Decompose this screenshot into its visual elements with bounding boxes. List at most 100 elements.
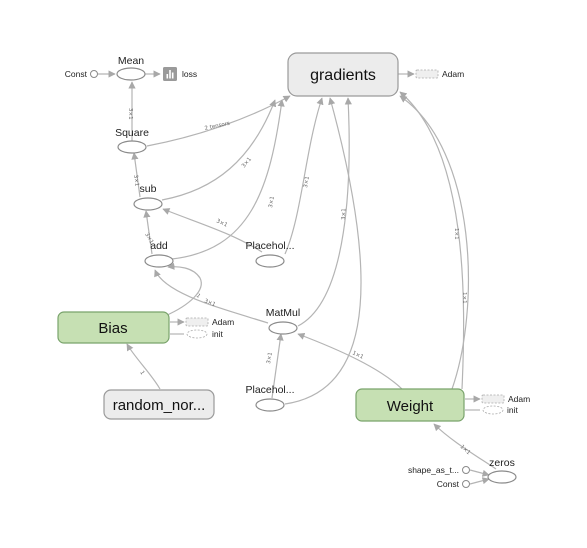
aux-init-weight[interactable]: init xyxy=(482,405,519,415)
op-icon xyxy=(116,67,146,81)
node-label: MatMul xyxy=(266,307,300,319)
aux-adam-gradients[interactable]: Adam xyxy=(415,69,464,79)
node-label: Placehol... xyxy=(245,240,294,252)
edge-weight-to-gradients-a xyxy=(399,91,465,390)
aux-label: Adam xyxy=(508,394,530,404)
group-node-box xyxy=(57,311,170,344)
edge-label: 3×1 xyxy=(303,176,311,188)
edge-placeholder-to-gradients xyxy=(284,97,324,255)
edge-label: 3×1 xyxy=(143,232,154,245)
meta-node-box xyxy=(287,52,399,97)
edge-random-to-bias xyxy=(126,343,161,390)
node-label: Square xyxy=(115,127,149,139)
summary-chart-bar xyxy=(166,74,169,79)
node-label: sub xyxy=(140,183,157,195)
edge-label: 3×1 xyxy=(203,298,216,308)
summary-chart-bar xyxy=(169,70,171,79)
aux-label: Adam xyxy=(212,317,234,327)
edge-label: 1 xyxy=(138,370,145,376)
node-matmul[interactable]: MatMul xyxy=(266,307,300,335)
node-sub[interactable]: sub xyxy=(133,183,163,211)
edge-label: 1×1 xyxy=(459,444,472,456)
constant-icon xyxy=(462,480,470,488)
aux-adam-bias[interactable]: Adam xyxy=(185,317,234,327)
node-label: Mean xyxy=(118,55,144,67)
op-icon xyxy=(144,254,174,268)
node-weight[interactable]: Weight xyxy=(355,388,465,422)
edge-zeros-to-weight xyxy=(433,423,497,470)
node-label: Const xyxy=(437,479,460,489)
node-gradients[interactable]: gradients xyxy=(287,52,399,97)
edge-const-to-zeros xyxy=(469,477,490,485)
edge-label: 3×1 xyxy=(215,218,228,228)
op-icon xyxy=(117,140,147,154)
op-icon xyxy=(487,470,517,484)
edge-add-to-gradients xyxy=(171,99,285,260)
node-loss[interactable]: loss xyxy=(163,67,197,81)
op-icon xyxy=(268,321,298,335)
node-label: zeros xyxy=(489,457,515,469)
node-random-normal[interactable]: random_nor... xyxy=(103,389,215,420)
meta-node-box xyxy=(103,389,215,420)
aux-init-bias[interactable]: init xyxy=(186,329,224,339)
node-shape-as-tensor[interactable]: shape_as_t... xyxy=(408,465,470,475)
edge-label: 3×1 xyxy=(341,208,347,220)
edge-label: 1×1 xyxy=(453,228,459,240)
aux-node-icon xyxy=(185,317,209,327)
node-placeholder-bottom[interactable]: Placehol... xyxy=(245,384,295,412)
node-bias[interactable]: Bias xyxy=(57,311,170,344)
edge-weight-to-matmul xyxy=(297,332,403,390)
node-label: loss xyxy=(182,69,197,79)
op-icon xyxy=(255,398,285,412)
edge-placeholder-to-matmul xyxy=(271,333,284,399)
node-square[interactable]: Square xyxy=(115,127,149,154)
constant-icon xyxy=(90,70,98,78)
op-icon xyxy=(133,197,163,211)
group-node-box xyxy=(355,388,465,422)
edge-label: 1×1 xyxy=(461,292,467,304)
op-icon xyxy=(255,254,285,268)
node-label: gradients xyxy=(310,67,376,84)
node-const-bottom[interactable]: Const xyxy=(437,479,470,489)
edge-matmul-to-gradients xyxy=(297,97,352,327)
node-label: add xyxy=(150,240,168,252)
node-label: Bias xyxy=(98,320,127,337)
summary-chart-bar xyxy=(171,72,174,79)
aux-label: Adam xyxy=(442,69,464,79)
edge-label: 1×1 xyxy=(351,350,364,360)
node-add[interactable]: add xyxy=(144,240,174,268)
edge-label: 3×1 xyxy=(241,157,253,170)
node-placeholder-top[interactable]: Placehol... xyxy=(245,240,295,268)
node-label: Weight xyxy=(387,398,434,415)
edge-label: 2 tensors xyxy=(204,121,230,132)
edge-placeholder-to-sub xyxy=(162,208,263,253)
aux-label: init xyxy=(212,329,224,339)
node-const-top[interactable]: Const xyxy=(65,69,98,79)
edge-sub-to-square xyxy=(131,152,141,198)
node-label: Placehol... xyxy=(245,384,294,396)
edge-label: 1 xyxy=(195,293,202,300)
aux-node-icon xyxy=(481,394,505,404)
edge-sub-to-gradients xyxy=(161,99,277,201)
node-label: random_nor... xyxy=(113,397,206,414)
node-label: shape_as_t... xyxy=(408,465,459,475)
edge-label: 3×1 xyxy=(268,196,276,208)
aux-adam-weight[interactable]: Adam xyxy=(481,394,530,404)
edge-label: 3×1 xyxy=(132,174,140,186)
edge-weight-to-gradients-b xyxy=(399,95,470,390)
edge-add-to-sub xyxy=(143,210,153,255)
edge-bias-to-add xyxy=(164,262,202,317)
edge-square-to-gradients xyxy=(146,95,291,147)
node-mean[interactable]: Mean xyxy=(116,55,146,81)
edge-matmul-to-add xyxy=(154,269,269,324)
aux-node-icon xyxy=(415,69,439,79)
node-zeros[interactable]: zeros xyxy=(487,457,517,484)
aux-node-icon xyxy=(186,329,208,339)
aux-label: init xyxy=(507,405,519,415)
node-label: Const xyxy=(65,69,88,79)
edge-label: 3×1 xyxy=(266,352,274,364)
edge-placeholder-to-gradients-b xyxy=(284,97,362,405)
constant-icon xyxy=(462,466,470,474)
edges xyxy=(98,70,497,485)
